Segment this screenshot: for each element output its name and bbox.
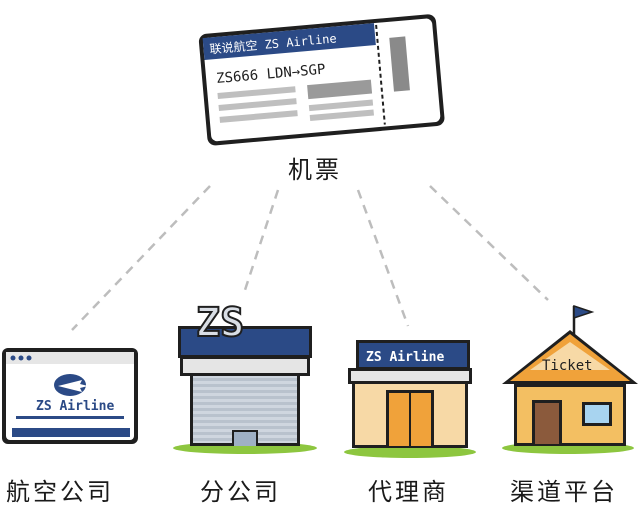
node-label-airline: 航空公司 xyxy=(6,478,114,506)
channel-booth-icon: Ticket xyxy=(502,304,638,454)
root-label: 机票 xyxy=(288,156,342,184)
connector-lines xyxy=(71,185,549,331)
agent-shop-icon: ZS Airline xyxy=(344,340,476,458)
connector-agent xyxy=(356,189,410,327)
connector-channel xyxy=(429,185,549,301)
connector-airline xyxy=(71,185,211,331)
agent-shop-sign: ZS Airline xyxy=(366,350,444,365)
channel-booth-sign: Ticket xyxy=(542,358,593,374)
node-label-channel: 渠道平台 xyxy=(510,478,618,506)
airline-website-icon: ZS Airline xyxy=(2,348,138,444)
ticket-icon: 联说航空 ZS Airline ZS666 LDN→SGP xyxy=(198,14,445,146)
flag-icon xyxy=(573,304,595,320)
connector-branch xyxy=(241,189,280,297)
branch-office-icon: ZS xyxy=(173,299,317,454)
node-label-branch: 分公司 xyxy=(200,478,281,506)
branch-rooftop-sign: ZS xyxy=(196,300,244,346)
airline-site-title: ZS Airline xyxy=(36,399,114,414)
node-label-agent: 代理商 xyxy=(368,478,449,506)
ticket-header-band xyxy=(202,23,376,61)
